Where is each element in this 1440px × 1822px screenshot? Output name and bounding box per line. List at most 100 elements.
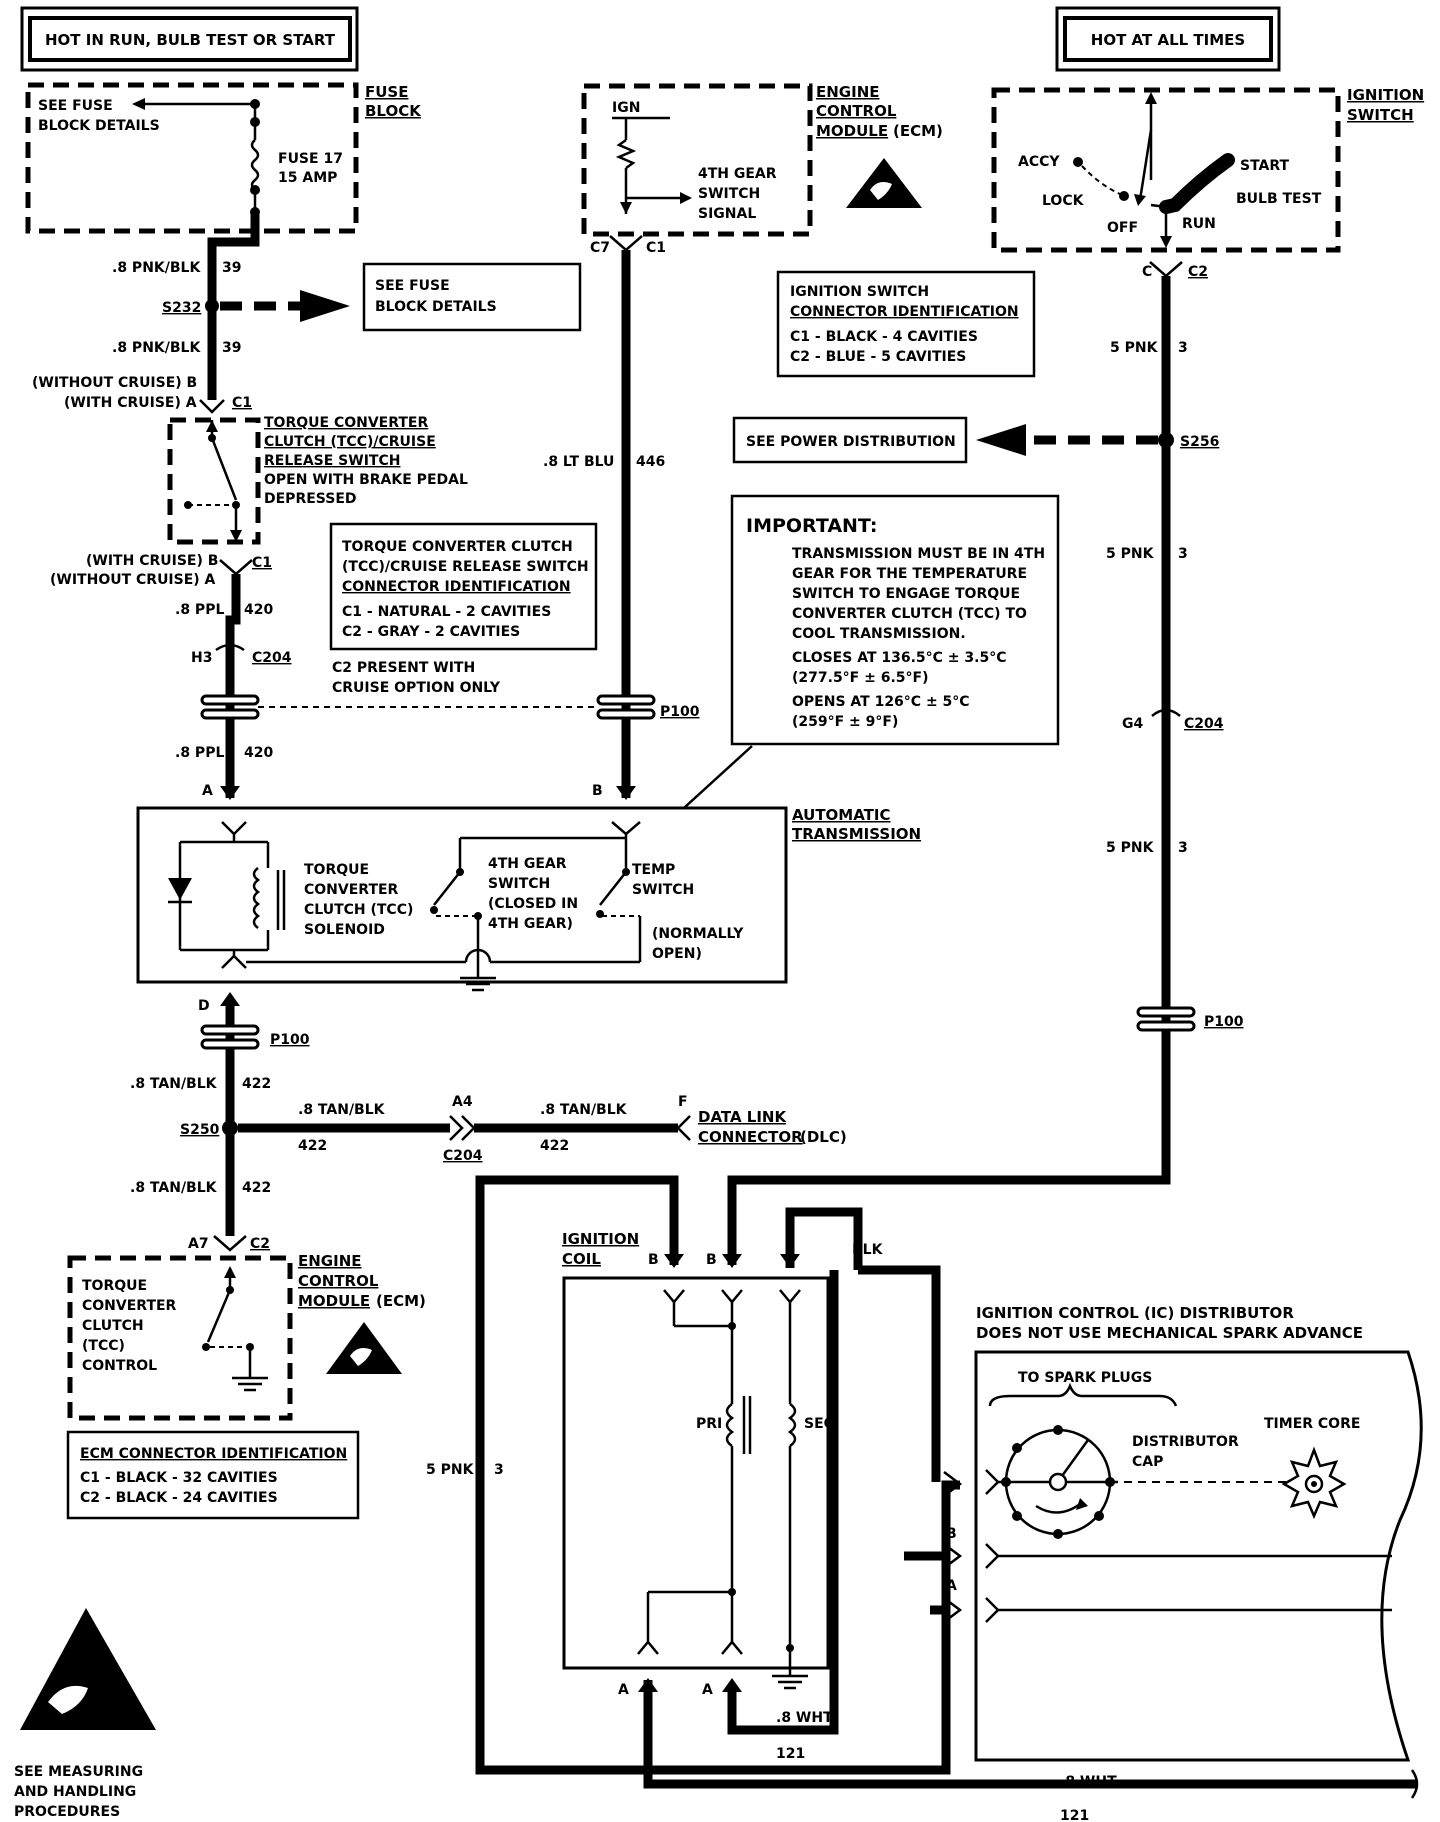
diagram-label: B: [648, 1252, 659, 1268]
diagram-label: OPENS AT 126°C ± 5°C: [792, 694, 970, 710]
primary-coil-icon: [725, 1402, 735, 1448]
splice-s232: [205, 299, 219, 313]
diagram-label: TIMER CORE: [1264, 1416, 1360, 1432]
diagram-label: TRANSMISSION: [792, 825, 921, 843]
diagram-label: SIGNAL: [698, 206, 756, 222]
banner-hot-at-all-times: HOT AT ALL TIMES: [1055, 6, 1281, 72]
diagram-label: C204: [443, 1148, 483, 1164]
diagram-label: .8 PNK/BLK: [112, 260, 201, 276]
diagram-label: SOLENOID: [304, 922, 385, 938]
diagram-label: ECM CONNECTOR IDENTIFICATION: [80, 1446, 347, 1462]
diagram-label: (ECM): [893, 122, 943, 140]
esd-warning-icon: [20, 1608, 156, 1730]
diagram-label: 4TH GEAR: [698, 166, 777, 182]
diagram-label: G4: [1122, 716, 1143, 732]
diagram-label: DATA LINK: [698, 1108, 787, 1126]
diagram-label: .8 TAN/BLK: [130, 1076, 218, 1092]
diagram-label: CRUISE OPTION ONLY: [332, 680, 501, 696]
diagram-label: (TCC)/CRUISE RELEASE SWITCH: [342, 559, 589, 575]
diagram-label: C204: [252, 650, 292, 666]
diagram-label: 420: [244, 745, 273, 761]
wire-pnk-blk: [207, 212, 260, 400]
diagram-label: (WITHOUT CRUISE) A: [50, 572, 216, 588]
diagram-label: 446: [636, 454, 665, 470]
diagram-label: 39: [222, 260, 241, 276]
diagram-label: TRANSMISSION MUST BE IN 4TH: [792, 546, 1045, 562]
diagram-label: IGNITION: [562, 1230, 639, 1248]
diagram-label: .8 TAN/BLK: [298, 1102, 386, 1118]
diagram-label: C2 - GRAY - 2 CAVITIES: [342, 624, 520, 640]
ecm-bottom: TORQUE CONVERTER CLUTCH (TCC) CONTROL EN…: [67, 1252, 426, 1421]
diagram-label: PRI: [696, 1416, 722, 1432]
diagram-label: DEPRESSED: [264, 491, 357, 507]
diagram-label: DOES NOT USE MECHANICAL SPARK ADVANCE: [976, 1324, 1363, 1342]
diagram-label: C2: [1188, 264, 1208, 280]
diagram-label: IGNITION: [1347, 86, 1424, 104]
diagram-label: FUSE 17: [278, 151, 343, 167]
diagram-label: AND HANDLING: [14, 1784, 136, 1800]
diagram-label: S250: [180, 1122, 220, 1138]
esd-warning-icon: [846, 158, 922, 208]
diagram-label: IGNITION SWITCH: [790, 284, 929, 300]
diagram-label: 420: [244, 602, 273, 618]
diagram-label: A: [946, 1578, 957, 1594]
tcc-cruise-release-switch: (WITHOUT CRUISE) B (WITH CRUISE) A C1 TO…: [32, 375, 468, 588]
diagram-label: (WITH CRUISE) A: [64, 395, 197, 411]
diagram-label: C2 - BLUE - 5 CAVITIES: [790, 349, 966, 365]
diagram-label: PROCEDURES: [14, 1804, 120, 1820]
connector-p100-left: [200, 694, 260, 720]
diagram-label: 4TH GEAR: [488, 856, 567, 872]
diagram-label: BLOCK DETAILS: [38, 118, 160, 134]
diagram-label: .8 LT BLU: [543, 454, 614, 470]
diagram-label: FUSE: [365, 83, 408, 101]
ignition-connector-id-box: IGNITION SWITCH CONNECTOR IDENTIFICATION…: [776, 270, 1036, 378]
diagram-label: A: [202, 783, 213, 799]
diagram-label: ACCY: [1018, 154, 1060, 170]
diagram-label: (ECM): [376, 1292, 426, 1310]
diagram-label: BLK: [852, 1242, 884, 1258]
diagram-label: LOCK: [1042, 193, 1085, 209]
diagram-label: C1 - NATURAL - 2 CAVITIES: [342, 604, 551, 620]
connector-c204-left: H3 C204: [191, 643, 292, 666]
diagram-label: (WITH CRUISE) B: [86, 553, 218, 569]
diagram-label: CONTROL: [816, 102, 897, 120]
diagram-label: AUTOMATIC: [792, 806, 891, 824]
ecm-top: ENGINE CONTROL MODULE (ECM) IGN 4TH GEAR…: [581, 83, 943, 237]
diagram-label: 422: [242, 1076, 271, 1092]
diagram-label: B: [706, 1252, 717, 1268]
diagram-label: SWITCH: [488, 876, 550, 892]
diagram-label: 5 PNK: [1106, 546, 1155, 562]
diagram-label: .8 TAN/BLK: [130, 1180, 218, 1196]
connector-p100-lower: P100: [200, 1024, 310, 1050]
diagram-label: SEE POWER DISTRIBUTION: [746, 434, 956, 450]
ignition-coil: IGNITION COIL PRI SEC: [562, 1230, 834, 1690]
diagram-label: ENGINE: [298, 1252, 362, 1270]
diode-icon: [168, 878, 192, 900]
automatic-transmission: AUTOMATIC TRANSMISSION TORQUE CONVERTER …: [136, 806, 921, 992]
diagram-label: IMPORTANT:: [746, 515, 877, 537]
arrow-icon: [300, 290, 350, 322]
diagram-label: CLUTCH (TCC): [304, 902, 413, 918]
solenoid-coil-icon: [252, 867, 261, 929]
diagram-label: 5 PNK: [1106, 840, 1155, 856]
diagram-label: CONVERTER CLUTCH (TCC) TO: [792, 606, 1027, 622]
diagram-label: .8 TAN/BLK: [540, 1102, 628, 1118]
diagram-label: TORQUE: [82, 1278, 147, 1294]
diagram-label: S232: [162, 300, 201, 316]
connector-c204-right: G4 C204: [1122, 708, 1224, 732]
diagram-label: P100: [660, 704, 700, 720]
diagram-label: B: [946, 1526, 957, 1542]
diagram-label: MODULE: [298, 1292, 370, 1310]
diagram-label: CONNECTOR IDENTIFICATION: [790, 304, 1019, 320]
diagram-label: B: [592, 783, 603, 799]
diagram-label: CLUTCH (TCC)/CRUISE: [264, 434, 436, 450]
diagram-label: TORQUE CONVERTER CLUTCH: [342, 539, 573, 555]
diagram-label: 39: [222, 340, 241, 356]
diagram-label: (TCC): [82, 1338, 125, 1354]
diagram-label: 3: [1178, 840, 1188, 856]
diagram-label: F: [678, 1094, 688, 1110]
diagram-label: ENGINE: [816, 83, 880, 101]
diagram-label: SWITCH: [632, 882, 694, 898]
diagram-label: HOT IN RUN, BULB TEST OR START: [45, 31, 336, 49]
